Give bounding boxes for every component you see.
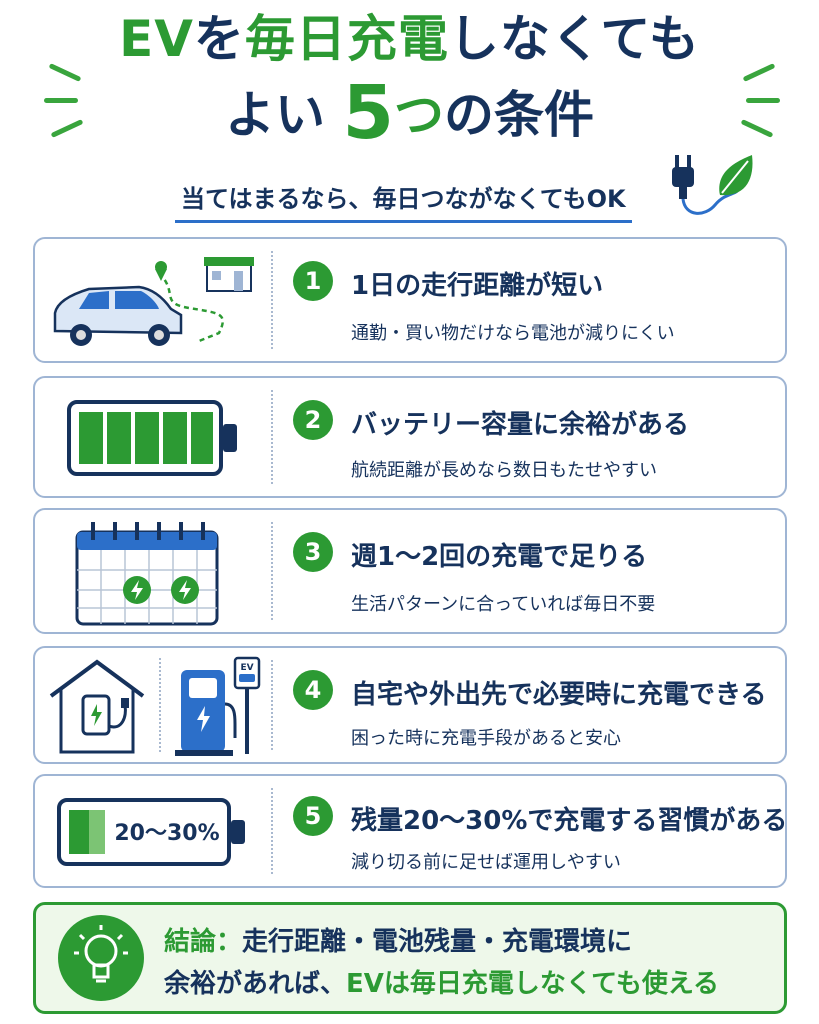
card-divider-small bbox=[159, 658, 161, 752]
title-line2-b: の条件 bbox=[443, 86, 594, 144]
condition-description: 通勤・買い物だけなら電池が減りにくい bbox=[351, 323, 675, 344]
low-battery-icon: 20〜30% bbox=[57, 798, 245, 866]
ev-sign-text: EV bbox=[240, 663, 253, 673]
conclusion-line-1: 結論：走行距離・電池残量・充電環境に bbox=[164, 921, 632, 958]
condition-heading: 1日の走行距離が短い bbox=[351, 271, 604, 301]
condition-card-1: 1 1日の走行距離が短い 通勤・買い物だけなら電池が減りにくい bbox=[33, 237, 787, 363]
condition-number: 4 bbox=[293, 670, 333, 710]
card-divider bbox=[271, 660, 273, 750]
title-wo: を bbox=[193, 10, 245, 68]
condition-heading: 自宅や外出先で必要時に充電できる bbox=[351, 680, 767, 710]
plug-leaf-icon bbox=[672, 155, 753, 215]
condition-heading: 残量20〜30%で充電する習慣がある bbox=[351, 806, 788, 836]
page-title: EVを毎日充電しなくても よい 5つの条件 bbox=[0, 14, 819, 150]
condition-number: 3 bbox=[293, 532, 333, 572]
condition-heading: バッテリー容量に余裕がある bbox=[351, 410, 690, 440]
condition-number: 1 bbox=[293, 261, 333, 301]
ray-right-2 bbox=[746, 98, 780, 103]
calendar-icon bbox=[75, 522, 219, 626]
title-line1-rest: しなくても bbox=[448, 10, 700, 68]
condition-number: 2 bbox=[293, 400, 333, 440]
condition-description: 困った時に充電手段があると安心 bbox=[351, 728, 621, 749]
condition-description: 航続距離が長めなら数日もたせやすい bbox=[351, 460, 657, 481]
title-line2-a: よい bbox=[225, 86, 326, 144]
condition-card-2: 2 バッテリー容量に余裕がある 航続距離が長めなら数日もたせやすい bbox=[33, 376, 787, 498]
condition-heading: 週1〜2回の充電で足りる bbox=[351, 542, 648, 572]
condition-number: 5 bbox=[293, 796, 333, 836]
card-divider bbox=[271, 390, 273, 484]
card-divider bbox=[271, 251, 273, 349]
title-daily-charge: 毎日充電 bbox=[244, 10, 449, 68]
title-tsu: つ bbox=[393, 86, 444, 144]
battery-percent-label: 20〜30% bbox=[114, 821, 219, 846]
conclusion-line-2: 余裕があれば、EVは毎日充電しなくても使える bbox=[164, 963, 719, 1000]
title-ev: EV bbox=[119, 10, 194, 68]
charging-station-icon: EV bbox=[175, 656, 261, 756]
card-divider bbox=[271, 522, 273, 620]
conclusion-box: 結論：走行距離・電池残量・充電環境に 余裕があれば、EVは毎日充電しなくても使え… bbox=[33, 902, 787, 1014]
subtitle: 当てはまるなら、毎日つながなくてもOK bbox=[175, 179, 632, 223]
card-divider bbox=[271, 788, 273, 874]
ray-left-2 bbox=[44, 98, 78, 103]
condition-card-3: 3 週1〜2回の充電で足りる 生活パターンに合っていれば毎日不要 bbox=[33, 508, 787, 634]
car-route-icon bbox=[53, 257, 254, 346]
conclusion-text-2a: 余裕があれば、 bbox=[164, 969, 347, 999]
condition-card-4: EV 4 自宅や外出先で必要時に充電できる 困った時に充電手段があると安心 bbox=[33, 646, 787, 764]
conclusion-label: 結論： bbox=[164, 927, 243, 957]
condition-description: 生活パターンに合っていれば毎日不要 bbox=[351, 594, 656, 615]
title-number: 5 bbox=[342, 70, 394, 156]
full-battery-icon bbox=[67, 400, 237, 476]
conclusion-text-1: 走行距離・電池残量・充電環境に bbox=[242, 927, 633, 957]
lightbulb-icon bbox=[58, 915, 144, 1001]
condition-description: 減り切る前に足せば運用しやすい bbox=[351, 852, 621, 873]
home-charger-icon bbox=[49, 659, 145, 754]
condition-card-5: 20〜30% 5 残量20〜30%で充電する習慣がある 減り切る前に足せば運用し… bbox=[33, 774, 787, 888]
conclusion-text-2b: EVは毎日充電しなくても使える bbox=[346, 969, 720, 999]
